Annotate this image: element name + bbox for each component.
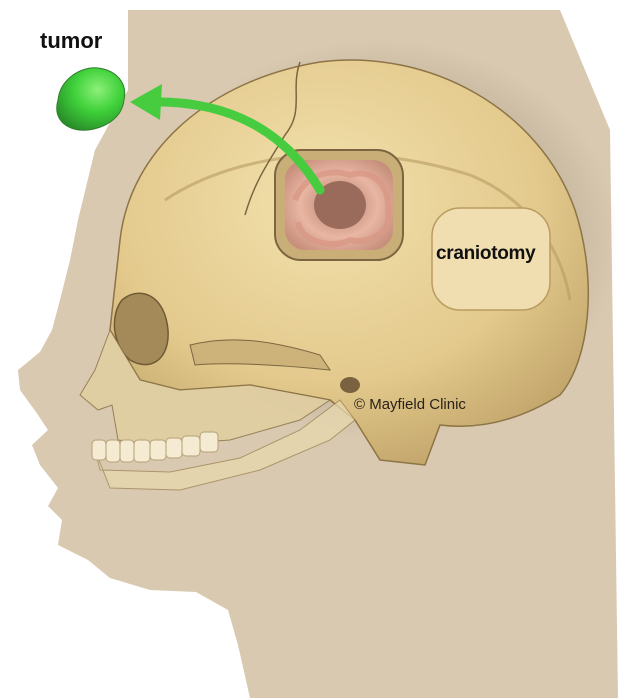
craniotomy-label: craniotomy [436,243,535,265]
copyright-credit: © Mayfield Clinic [354,396,466,413]
tumor-label: tumor [40,28,102,54]
ear-canal [340,377,360,393]
